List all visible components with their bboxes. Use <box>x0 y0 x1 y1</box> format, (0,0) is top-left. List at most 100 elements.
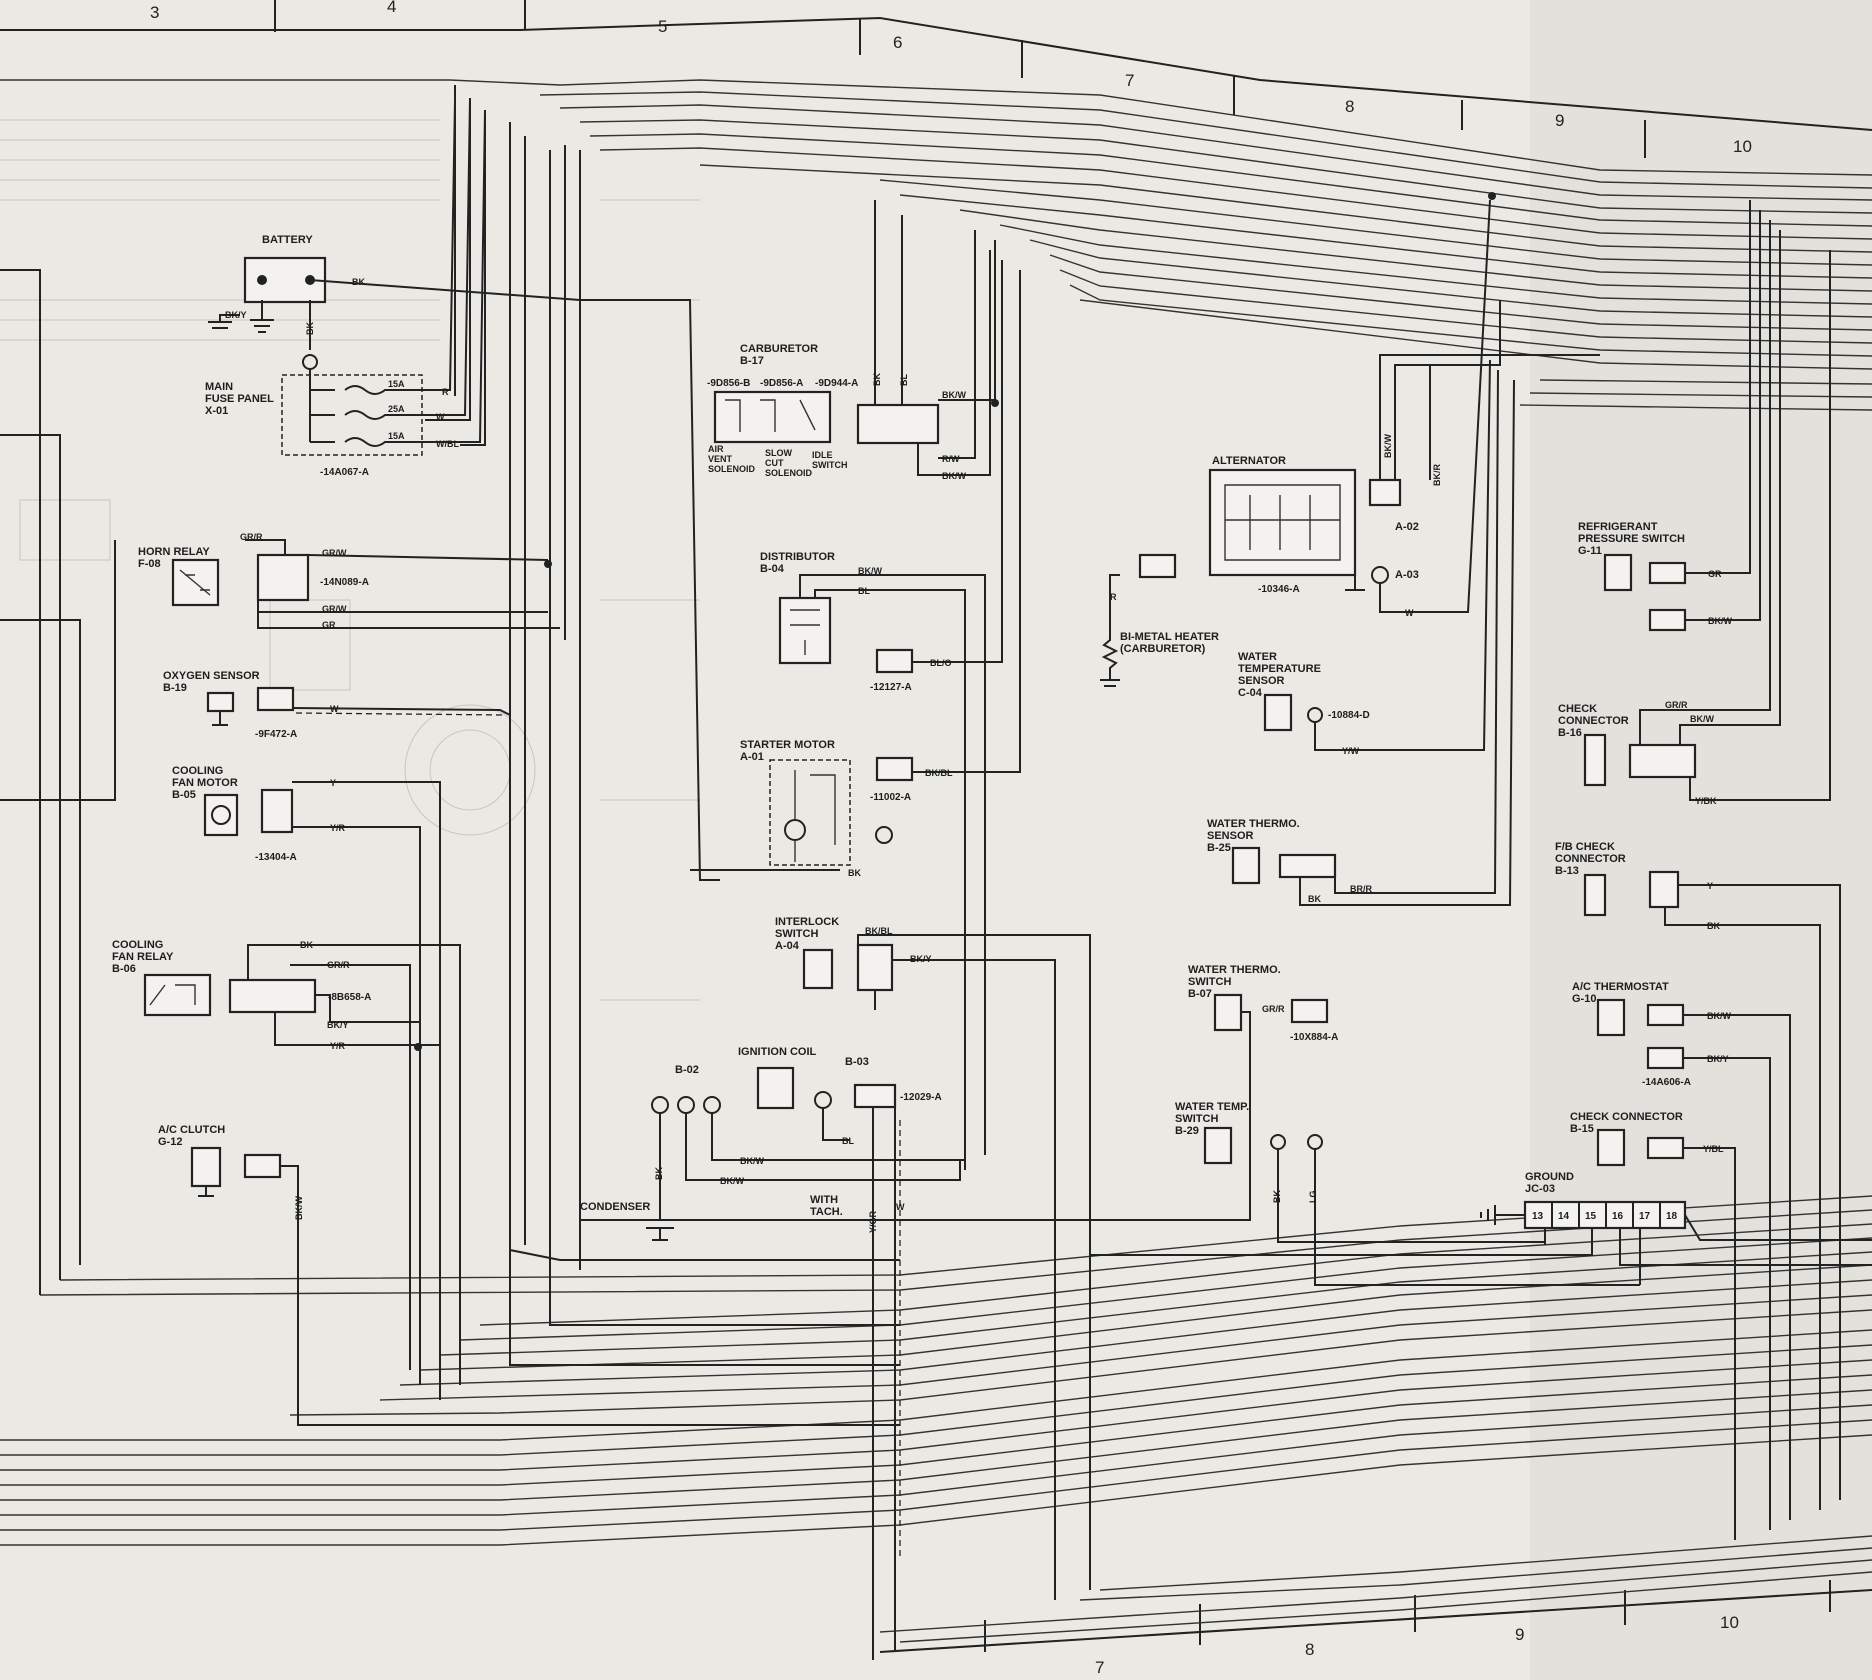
alternator: ALTERNATOR -10346-A BK/W BK/R A-02 A-03 … <box>1208 192 1600 618</box>
fb-code: B-13 <box>1555 865 1579 877</box>
wts-title3: SENSOR <box>1238 675 1285 687</box>
fan-motor-icon <box>211 805 231 825</box>
fan-relay-connector <box>228 978 317 1014</box>
ign-tach1: WITH <box>810 1194 838 1206</box>
starter-connector-id: -11002-A <box>870 792 911 803</box>
fan-relay-symbol <box>143 973 212 1017</box>
ac-clutch-wire-bkw: BK/W <box>294 1196 304 1220</box>
ccb16-wire-ybk: Y/BK <box>1695 796 1717 806</box>
alt-junction <box>1488 192 1496 200</box>
alt-title: ALTERNATOR <box>1212 455 1286 467</box>
wtsw-wire-grr: GR/R <box>1262 1004 1285 1014</box>
fuse-panel-code: X-01 <box>205 405 228 417</box>
water-thermo-switch: WATER THERMO. SWITCH B-07 GR/R -10X884-A <box>580 964 1338 1221</box>
fan-relay-wire-bky: BK/Y <box>327 1020 349 1030</box>
oxygen-sensor-connector <box>256 686 295 712</box>
col-5: 5 <box>658 17 667 36</box>
carb-sol1-b: VENT <box>708 454 733 464</box>
act-connector-2 <box>1646 1046 1685 1070</box>
carburetor: CARBURETOR B-17 -9D856-B -9D856-A -9D944… <box>707 200 999 481</box>
fan-relay-wire-bk: BK <box>300 940 313 950</box>
bimetal-heater: R BI-METAL HEATER (CARBURETOR) <box>1100 553 1219 687</box>
carb-sol2-b: CUT <box>765 458 784 468</box>
ground-pin-13: 13 <box>1532 1211 1544 1222</box>
ign-wire-bk: BK <box>654 1167 664 1180</box>
refr-wire-gr: GR <box>1708 569 1722 579</box>
carb-sol2-c: SOLENOID <box>765 468 813 478</box>
dist-code: B-04 <box>760 563 785 575</box>
interlock-switch: INTERLOCK SWITCH A-04 BK/BL BK/Y <box>775 916 1091 1600</box>
carb-sw-b: SWITCH <box>812 460 848 470</box>
act-title: A/C THERMOSTAT <box>1572 981 1669 993</box>
fb-wire-bk: BK <box>1707 921 1720 931</box>
water-temp-sensor: WATER TEMPERATURE SENSOR C-04 -10884-D Y… <box>1238 359 1491 756</box>
dist-connector-id: -12127-A <box>870 682 912 693</box>
starter-box <box>769 759 851 866</box>
top-harness <box>0 79 1872 411</box>
fan-motor-wire-y: Y <box>330 778 336 788</box>
wtmp-symbol <box>1203 1126 1233 1165</box>
col-bottom-7: 7 <box>1095 1658 1104 1677</box>
wts-title1: WATER <box>1238 651 1277 663</box>
ign-b02: B-02 <box>675 1064 699 1076</box>
ccb15-wire-ybl: Y/BL <box>1703 1144 1724 1154</box>
refr-wire-bkw: BK/W <box>1708 616 1732 626</box>
ccb16-title2: CONNECTOR <box>1558 715 1629 727</box>
oxygen-wire-w: W <box>330 704 339 714</box>
fuse-panel-title1: MAIN <box>205 381 233 393</box>
battery-title: BATTERY <box>262 234 313 246</box>
ccb16-code: B-16 <box>1558 727 1582 739</box>
wtsw-title1: WATER THERMO. <box>1188 964 1281 976</box>
main-fuse-panel: MAIN FUSE PANEL X-01 15A 25A 15A R W W/B… <box>205 97 486 478</box>
horn-relay: HORN RELAY F-08 GR/R GR/W GR/W GR -14N08… <box>138 532 560 630</box>
wts-symbol <box>1263 693 1293 732</box>
wts-title2: TEMPERATURE <box>1238 663 1321 675</box>
fan-motor-code: B-05 <box>172 789 196 801</box>
wtsw-connector <box>1290 998 1329 1024</box>
bimetal-wire-r: R <box>1110 592 1117 602</box>
fb-title2: CONNECTOR <box>1555 853 1626 865</box>
fan-motor-connector-id: -13404-A <box>255 852 297 863</box>
ac-clutch-code: G-12 <box>158 1136 182 1148</box>
wths-connector <box>1278 853 1337 879</box>
ac-thermostat: A/C THERMOSTAT G-10 BK/W BK/Y -14A606-A <box>1572 981 1791 1530</box>
carb-sol1-a: AIR <box>708 444 724 454</box>
ground-pin-15: 15 <box>1585 1211 1597 1222</box>
interlock-title1: INTERLOCK <box>775 916 839 928</box>
bimetal-title1: BI-METAL HEATER <box>1120 631 1219 643</box>
oxygen-sensor-title: OXYGEN SENSOR <box>163 670 260 682</box>
interlock-symbol <box>802 948 834 990</box>
ign-b03: B-03 <box>845 1056 869 1068</box>
refrigerant-switch: REFRIGERANT PRESSURE SWITCH G-11 GR BK/W <box>1578 200 1761 632</box>
col-10: 10 <box>1733 137 1752 156</box>
carb-part3: -9D944-A <box>815 378 858 389</box>
carb-part2: -9D856-A <box>760 378 803 389</box>
ign-wire-bkw1: BK/W <box>720 1176 744 1186</box>
ground-pin-14: 14 <box>1558 1211 1570 1222</box>
alt-wire-bkr: BK/R <box>1432 464 1442 486</box>
carb-sol2-a: SLOW <box>765 448 793 458</box>
alt-body <box>1208 468 1357 577</box>
ac-clutch: A/C CLUTCH G-12 BK/W <box>158 1124 900 1426</box>
fan-relay-code: B-06 <box>112 963 136 975</box>
ccb16-connector <box>1628 743 1697 779</box>
ac-clutch-title: A/C CLUTCH <box>158 1124 225 1136</box>
carb-junction <box>991 399 999 407</box>
wths-title1: WATER THERMO. <box>1207 818 1300 830</box>
dist-wire-bl: BL <box>858 586 870 596</box>
ground-pin-18: 18 <box>1666 1211 1678 1222</box>
carb-connector <box>856 403 940 445</box>
ign-connector-id: -12029-A <box>900 1092 942 1103</box>
wths-wire-brr: BR/R <box>1350 884 1372 894</box>
act-code: G-10 <box>1572 993 1596 1005</box>
carb-wire-bl: BL <box>899 374 909 386</box>
alt-connector-id: -10346-A <box>1258 584 1300 595</box>
water-temp-switch: WATER TEMP. SWITCH B-29 BK LG <box>1175 1101 1640 1286</box>
carb-sol1-c: SOLENOID <box>708 464 756 474</box>
alt-wire-bkw: BK/W <box>1383 434 1393 458</box>
interlock-code: A-04 <box>775 940 800 952</box>
dist-body <box>778 596 832 665</box>
act-symbol <box>1596 998 1626 1037</box>
fan-motor-symbol <box>203 793 239 837</box>
refr-connector-1 <box>1648 561 1687 585</box>
